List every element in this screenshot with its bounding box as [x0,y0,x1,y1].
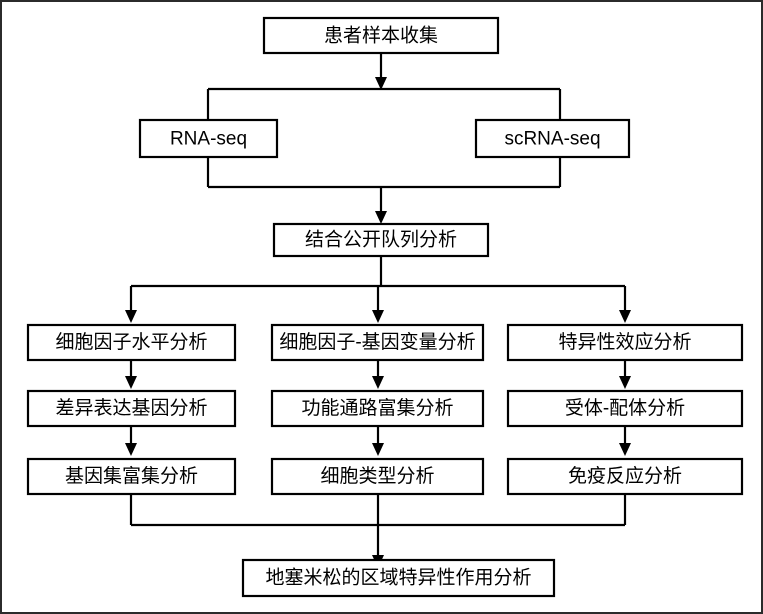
node-gene-set-enrichment-box[interactable] [26,457,237,496]
node-specific-effect[interactable]: 特异性效应分析 [506,323,744,362]
node-cell-type-label: 细胞类型分析 [320,465,434,487]
arrowhead-split-col3 [619,310,631,323]
arrowhead-col1-r1-r2 [125,376,137,389]
node-immune-response-label: 免疫反应分析 [568,465,682,487]
arrowhead-col3-r2-r3 [619,443,631,456]
arrowhead-sample-to-split [375,77,387,90]
node-deg[interactable]: 差异表达基因分析 [26,389,237,428]
node-scrna-seq-label: scRNA-seq [504,129,600,150]
node-specific-effect-label: 特异性效应分析 [558,331,691,353]
node-pathway-enrichment-label: 功能通路富集分析 [301,397,453,419]
node-pathway-enrichment-box[interactable] [270,389,485,428]
node-public-cohort[interactable]: 结合公开队列分析 [272,222,490,258]
node-dexamethasone-label: 地塞米松的区域特异性作用分析 [265,567,531,589]
node-dexamethasone[interactable]: 地塞米松的区域特异性作用分析 [241,558,556,598]
node-immune-response[interactable]: 免疫反应分析 [506,457,744,496]
node-cell-type[interactable]: 细胞类型分析 [270,457,485,496]
node-cytokine-level[interactable]: 细胞因子水平分析 [26,323,237,362]
node-receptor-ligand-label: 受体-配体分析 [565,397,685,419]
node-cytokine-level-label: 细胞因子水平分析 [55,331,207,353]
node-public-cohort-label: 结合公开队列分析 [305,229,457,251]
node-cytokine-level-box[interactable] [26,323,237,362]
connector-layer [125,53,631,568]
node-pathway-enrichment[interactable]: 功能通路富集分析 [270,389,485,428]
arrowhead-merge-to-cohort [375,211,387,224]
node-cytokine-gene-variant[interactable]: 细胞因子-基因变量分析 [270,323,485,362]
arrowhead-split-col1 [125,310,137,323]
node-scrna-seq[interactable]: scRNA-seq [474,118,631,159]
node-immune-response-box[interactable] [506,457,744,496]
arrowhead-col1-r2-r3 [125,443,137,456]
node-cytokine-gene-variant-box[interactable] [270,323,485,362]
arrowhead-col2-r2-r3 [372,443,384,456]
node-scrna-seq-box[interactable] [474,118,631,159]
node-rna-seq-label: RNA-seq [170,129,247,150]
arrowhead-col3-r1-r2 [619,376,631,389]
node-sample-collection-box[interactable] [262,16,500,55]
node-sample-collection-label: 患者样本收集 [324,25,438,47]
node-rna-seq-box[interactable] [138,118,279,159]
node-sample-collection[interactable]: 患者样本收集 [262,16,500,55]
node-receptor-ligand[interactable]: 受体-配体分析 [506,389,744,428]
node-layer: 患者样本收集 RNA-seq scRNA-seq 结合公开队列分析 细胞因子水平… [26,16,744,598]
node-receptor-ligand-box[interactable] [506,389,744,428]
arrowhead-split-col2 [372,310,384,323]
node-gene-set-enrichment[interactable]: 基因集富集分析 [26,457,237,496]
node-gene-set-enrichment-label: 基因集富集分析 [65,465,198,487]
arrowhead-col2-r1-r2 [372,376,384,389]
node-cell-type-box[interactable] [270,457,485,496]
node-dexamethasone-box[interactable] [241,558,556,598]
node-deg-box[interactable] [26,389,237,428]
node-cytokine-gene-variant-label: 细胞因子-基因变量分析 [279,331,475,353]
node-specific-effect-box[interactable] [506,323,744,362]
node-public-cohort-box[interactable] [272,222,490,258]
node-deg-label: 差异表达基因分析 [55,397,207,419]
node-rna-seq[interactable]: RNA-seq [138,118,279,159]
